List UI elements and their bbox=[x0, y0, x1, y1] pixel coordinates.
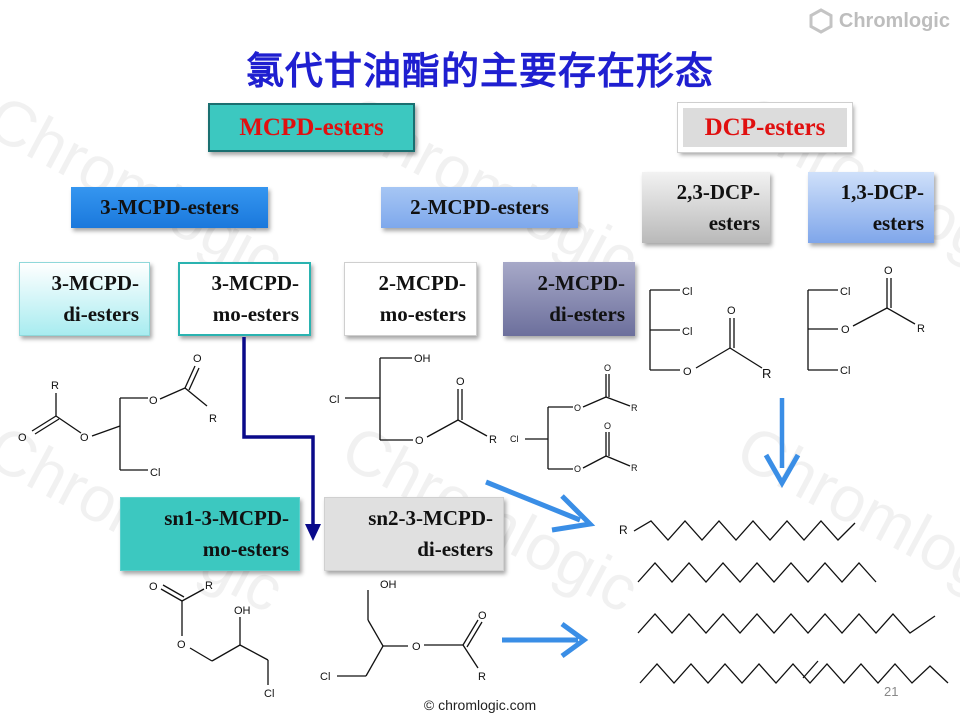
atom-label: O bbox=[177, 639, 186, 651]
sn2-3-mcpd-di-esters-box: sn2-3-MCPD- di-esters bbox=[324, 497, 504, 571]
3-mcpd-esters-box: 3-MCPD-esters bbox=[71, 187, 268, 228]
atom-label: Cl bbox=[150, 467, 160, 479]
atom-label: O bbox=[604, 363, 611, 373]
atom-label: R bbox=[205, 580, 213, 592]
2-3-dcp-ester-structure bbox=[649, 289, 763, 371]
atom-label: Cl bbox=[682, 286, 692, 298]
atom-label: Cl bbox=[840, 286, 850, 298]
atom-label: Cl bbox=[510, 434, 519, 444]
box-line: 2-MCPD- bbox=[378, 271, 466, 295]
atom-label: O bbox=[604, 421, 611, 431]
atom-label: OH bbox=[380, 579, 397, 591]
box-line: sn2-3-MCPD- bbox=[368, 506, 493, 530]
1-3-dcp-esters-box: 1,3-DCP- esters bbox=[808, 172, 934, 243]
2-mcpd-di-esters-box: 2-MCPD- di-esters bbox=[503, 262, 635, 336]
box-line: 1,3-DCP- bbox=[840, 179, 924, 204]
box-line: 2-MCPD- bbox=[537, 271, 625, 295]
atom-label: R bbox=[489, 434, 497, 446]
3-mcpd-di-esters-box: 3-MCPD- di-esters bbox=[19, 262, 150, 336]
fatty-acid-chains bbox=[633, 520, 949, 684]
sn2-structure bbox=[337, 590, 483, 677]
box-line: 3-MCPD- bbox=[211, 271, 299, 295]
atom-label: R bbox=[51, 380, 59, 392]
atom-label: R bbox=[478, 671, 486, 683]
box-line: esters bbox=[872, 210, 924, 235]
2-3-dcp-esters-box: 2,3-DCP- esters bbox=[642, 172, 770, 243]
logo-text: Chromlogic bbox=[838, 9, 950, 32]
atom-label: Cl bbox=[682, 326, 692, 338]
atom-label: R bbox=[631, 463, 638, 473]
atom-label: O bbox=[574, 464, 581, 474]
atom-label: O bbox=[841, 324, 850, 336]
box-line: di-esters bbox=[63, 302, 139, 326]
atom-label: OH bbox=[234, 605, 251, 617]
mcpd-esters-box: MCPD-esters bbox=[208, 103, 415, 152]
box-line: di-esters bbox=[549, 302, 625, 326]
2-mcpd-di-ester-structure bbox=[525, 374, 631, 470]
chromlogic-logo: Chromlogic bbox=[809, 8, 950, 34]
box-line: esters bbox=[708, 210, 760, 235]
box-line: sn1-3-MCPD- bbox=[164, 506, 289, 530]
atom-label: R bbox=[209, 413, 217, 425]
arrow-to-chains-upper bbox=[485, 479, 596, 533]
atom-label: R bbox=[631, 403, 638, 413]
atom-label: O bbox=[415, 435, 424, 447]
atom-label: Cl bbox=[329, 394, 339, 406]
atom-label: O bbox=[80, 432, 89, 444]
atom-label: O bbox=[149, 395, 158, 407]
page-number: 21 bbox=[884, 684, 899, 699]
3-mcpd-mo-esters-box: 3-MCPD- mo-esters bbox=[178, 262, 311, 336]
arrow-3mcpd-to-sn bbox=[242, 337, 321, 541]
atom-label: O bbox=[193, 353, 202, 365]
2-mcpd-mo-ester-structure bbox=[345, 357, 488, 441]
atom-label: O bbox=[478, 610, 487, 622]
box-line: 3-MCPD- bbox=[51, 271, 139, 295]
footer-copyright: © chromlogic.com bbox=[423, 697, 537, 713]
atom-label: R bbox=[762, 366, 771, 381]
2-mcpd-esters-box: 2-MCPD-esters bbox=[381, 187, 578, 228]
hexagon-logo-icon bbox=[809, 8, 833, 34]
box-line: mo-esters bbox=[212, 302, 299, 326]
atom-label: O bbox=[574, 403, 581, 413]
box-line: 2,3-DCP- bbox=[676, 179, 760, 204]
atom-label: O bbox=[456, 376, 465, 388]
arrow-to-chains-lower bbox=[502, 621, 589, 659]
dcp-esters-box: DCP-esters bbox=[677, 102, 853, 153]
atom-label: Cl bbox=[320, 671, 330, 683]
atom-label: Cl bbox=[264, 688, 274, 700]
atom-label: O bbox=[18, 432, 27, 444]
sn1-3-mcpd-mo-esters-box: sn1-3-MCPD- mo-esters bbox=[120, 497, 300, 571]
box-line: mo-esters bbox=[202, 537, 289, 561]
1-3-dcp-ester-structure bbox=[807, 278, 916, 371]
2-mcpd-mo-esters-box: 2-MCPD- mo-esters bbox=[344, 262, 477, 336]
arrow-down-dcp bbox=[763, 398, 801, 489]
box-line: mo-esters bbox=[379, 302, 466, 326]
sn1-structure bbox=[160, 584, 269, 685]
atom-label: O bbox=[412, 641, 421, 653]
atom-label: OH bbox=[414, 353, 431, 365]
atom-label: O bbox=[884, 265, 893, 277]
atom-label: O bbox=[149, 581, 158, 593]
box-line: di-esters bbox=[417, 537, 493, 561]
atom-label: R bbox=[917, 323, 925, 335]
atom-label: O bbox=[683, 366, 692, 378]
3-mcpd-di-ester-structure bbox=[31, 365, 208, 471]
slide-title: 氯代甘油酯的主要存在形态 bbox=[245, 49, 714, 93]
atom-label: O bbox=[727, 305, 736, 317]
atom-label: R bbox=[619, 523, 628, 537]
atom-label: Cl bbox=[840, 365, 850, 377]
